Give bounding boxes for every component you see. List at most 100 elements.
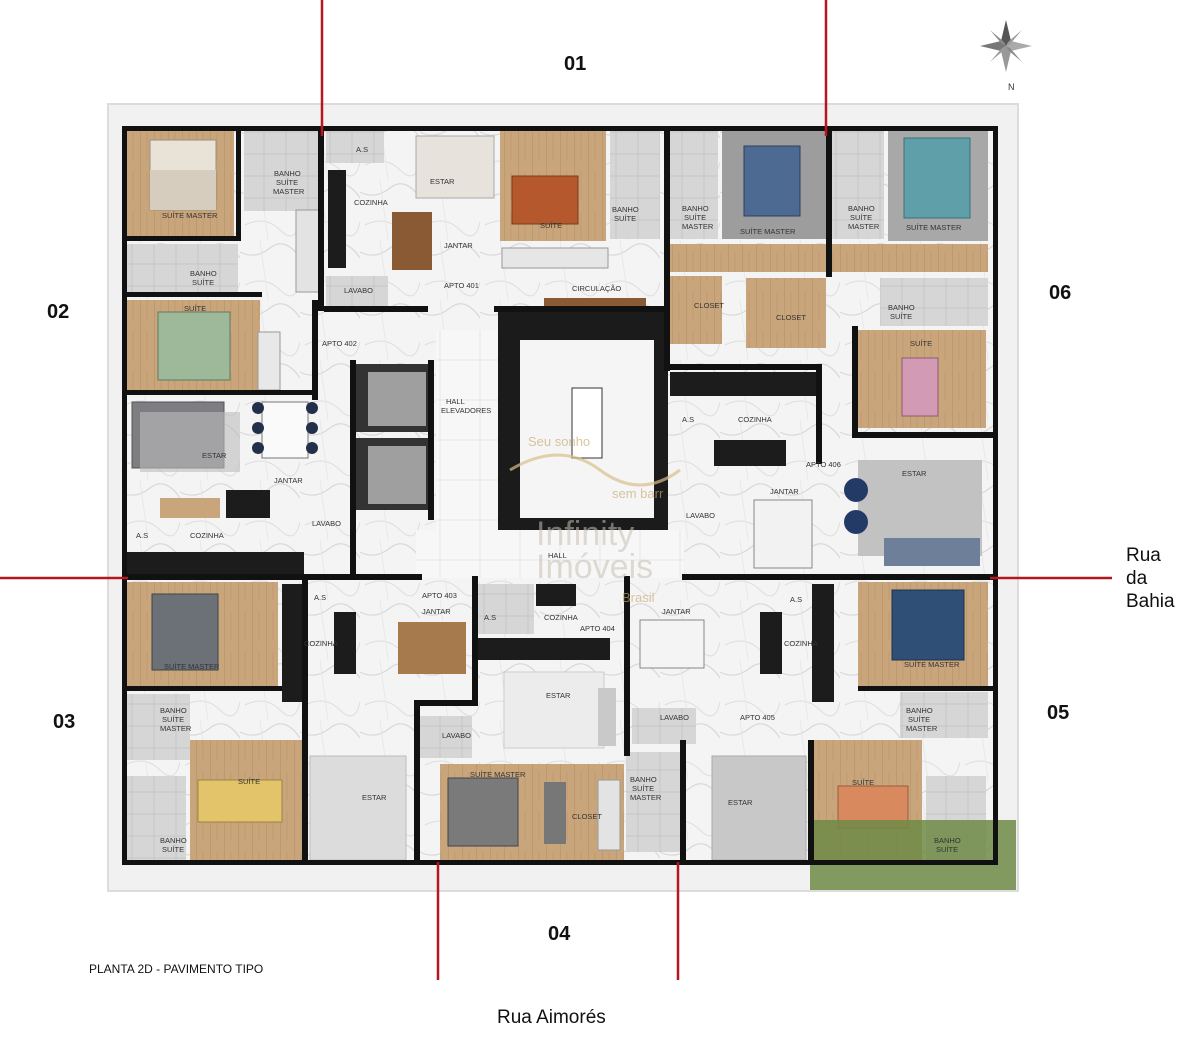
banho-master-406b xyxy=(830,131,884,239)
room-label: LAVABO xyxy=(686,511,715,520)
closet-402 xyxy=(295,209,323,293)
banho-master-406a xyxy=(664,131,718,239)
kitchen-counter-2 xyxy=(812,584,834,702)
room-label: SUÍTE xyxy=(184,304,206,313)
room-label: BANHO xyxy=(160,706,187,715)
apto-404 xyxy=(420,584,680,860)
dining-table xyxy=(639,619,705,669)
room-label: SUÍTE xyxy=(908,715,930,724)
room-label: SUÍTE xyxy=(540,221,562,230)
room-label: BANHO xyxy=(630,775,657,784)
room-label: COZINHA xyxy=(738,415,772,424)
room-label: BANHO xyxy=(848,204,875,213)
as-401 xyxy=(326,131,384,163)
lavabo-401 xyxy=(326,276,388,306)
bed xyxy=(197,779,283,823)
elevator-2-car xyxy=(368,446,426,504)
room-label: SUÍTE MASTER xyxy=(740,227,796,236)
watermark-text: Brasil xyxy=(622,590,655,605)
sofa xyxy=(884,538,980,566)
room-label: SUÍTE xyxy=(276,178,298,187)
closet-406b xyxy=(746,278,826,348)
apto-402 xyxy=(126,131,323,574)
room-label: MASTER xyxy=(273,187,305,196)
unit-number-05: 05 xyxy=(1047,702,1069,724)
room-label: LAVABO xyxy=(660,713,689,722)
banho-suite-403 xyxy=(126,776,186,860)
bed xyxy=(901,357,939,417)
room-label: HALL xyxy=(446,397,465,406)
watermark-text: Imóveis xyxy=(536,548,653,586)
room-label: JANTAR xyxy=(444,241,473,250)
bed xyxy=(151,593,219,671)
room-label: SUÍTE MASTER xyxy=(904,660,960,669)
room-label: CLOSET xyxy=(572,812,602,821)
room-label: APTO 405 xyxy=(740,713,775,722)
room-label: SUÍTE xyxy=(192,278,214,287)
room-label: APTO 403 xyxy=(422,591,457,600)
room-label: JANTAR xyxy=(422,607,451,616)
room-label: LAVABO xyxy=(442,731,471,740)
room-label: COZINHA xyxy=(190,531,224,540)
hall-floor xyxy=(416,530,684,578)
street-south: Rua Aimorés xyxy=(497,1007,606,1028)
watermark-text: Infinity xyxy=(536,515,634,553)
elevator-1-car xyxy=(368,372,426,426)
room-label: SUÍTE MASTER xyxy=(164,662,220,671)
armchair xyxy=(844,510,868,534)
banho-master-404 xyxy=(626,752,680,852)
room-label: JANTAR xyxy=(662,607,691,616)
room-label: BANHO xyxy=(682,204,709,213)
kitchen-island xyxy=(160,498,220,518)
room-label: COZINHA xyxy=(544,613,578,622)
banho-suite-402 xyxy=(126,244,238,292)
kitchen-counter xyxy=(328,170,346,268)
dining-table xyxy=(398,622,466,674)
street-east-line-3: Bahia xyxy=(1126,591,1175,612)
room-label: LAVABO xyxy=(312,519,341,528)
bed-blanket xyxy=(150,170,216,210)
room-label: BANHO xyxy=(274,169,301,178)
room-label: COZINHA xyxy=(784,639,818,648)
bed xyxy=(743,145,801,217)
banho-master-403 xyxy=(126,694,190,760)
dining-chairs xyxy=(252,402,318,454)
room-label: JANTAR xyxy=(770,487,799,496)
compass-icon: N xyxy=(980,20,1032,92)
banho-suite-401 xyxy=(610,131,660,239)
rug xyxy=(711,755,807,861)
watermark: Seu sonho sem barr Infinity Imóveis Bras… xyxy=(509,434,681,605)
lavabo-405 xyxy=(632,708,696,744)
room-label: A.S xyxy=(314,593,326,602)
room-labels: SUÍTE MASTER BANHO SUÍTE MASTER BANHO SU… xyxy=(136,145,962,854)
watermark-slogan: sem barr xyxy=(612,486,664,501)
room-label: LAVABO xyxy=(344,286,373,295)
room-label: ESTAR xyxy=(362,793,387,802)
as-404 xyxy=(478,584,534,634)
kitchen-counter-2 xyxy=(226,490,270,518)
closet xyxy=(257,331,281,391)
bed xyxy=(891,589,965,661)
room-label: SUÍTE xyxy=(614,214,636,223)
closet-406a xyxy=(670,276,722,344)
stair-well xyxy=(571,387,603,459)
dining-table xyxy=(261,401,309,459)
room-label: MASTER xyxy=(682,222,714,231)
division-lines xyxy=(0,0,1112,980)
bed xyxy=(903,137,971,219)
apto-401 xyxy=(326,131,660,312)
room-label: SUÍTE xyxy=(684,213,706,222)
kitchen-island xyxy=(714,440,786,466)
room-label: BANHO xyxy=(160,836,187,845)
room-label: SUÍTE MASTER xyxy=(906,223,962,232)
room-label: BANHO xyxy=(934,836,961,845)
room-label: BANHO xyxy=(612,205,639,214)
room-label: BANHO xyxy=(190,269,217,278)
room-label: SUÍTE xyxy=(936,845,958,854)
kitchen-counter xyxy=(760,612,782,674)
closet-2 xyxy=(597,779,621,851)
walls xyxy=(122,126,998,865)
room-label: APTO 401 xyxy=(444,281,479,290)
banho-master-405 xyxy=(900,692,988,738)
